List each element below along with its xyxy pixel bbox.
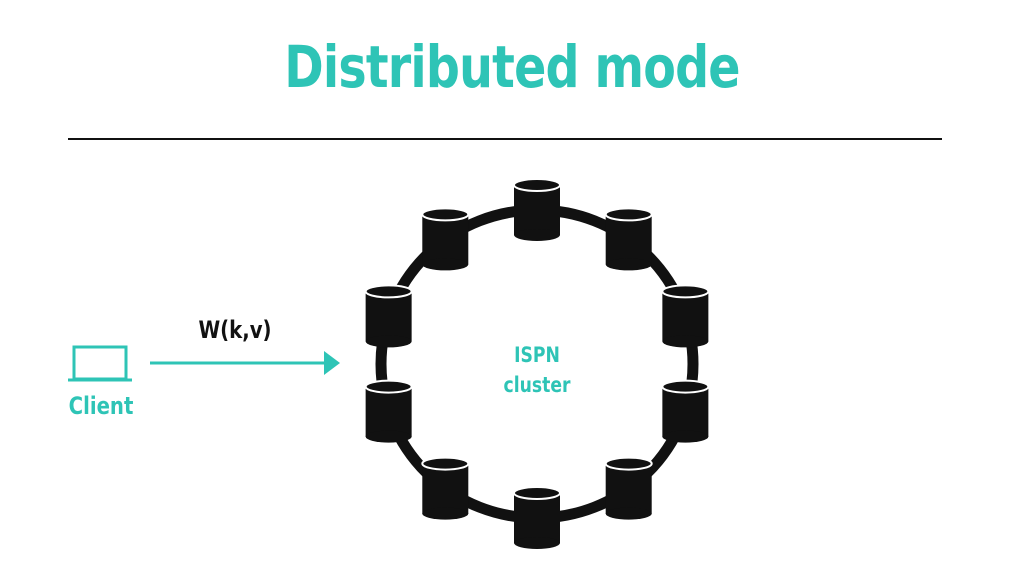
slide-title: Distributed mode bbox=[284, 33, 740, 101]
cluster-nodes bbox=[364, 178, 710, 549]
laptop-icon bbox=[68, 345, 132, 382]
database-node-icon bbox=[661, 284, 710, 348]
write-operation-label: W(k,v) bbox=[198, 316, 272, 344]
database-node-icon bbox=[604, 207, 653, 271]
write-arrow bbox=[150, 351, 340, 375]
database-node-icon bbox=[513, 486, 561, 549]
cluster-label-line2: cluster bbox=[503, 373, 571, 397]
cluster-label-line1: ISPN bbox=[514, 343, 560, 367]
database-node-icon bbox=[661, 379, 710, 443]
database-node-icon bbox=[513, 178, 561, 241]
database-node-icon bbox=[421, 456, 470, 520]
cluster-label: ISPN cluster bbox=[489, 340, 586, 400]
database-node-icon bbox=[364, 379, 413, 443]
database-node-icon bbox=[421, 207, 470, 271]
title-divider bbox=[68, 138, 942, 140]
database-node-icon bbox=[364, 284, 413, 348]
client-label: Client bbox=[68, 392, 134, 420]
database-node-icon bbox=[604, 456, 653, 520]
